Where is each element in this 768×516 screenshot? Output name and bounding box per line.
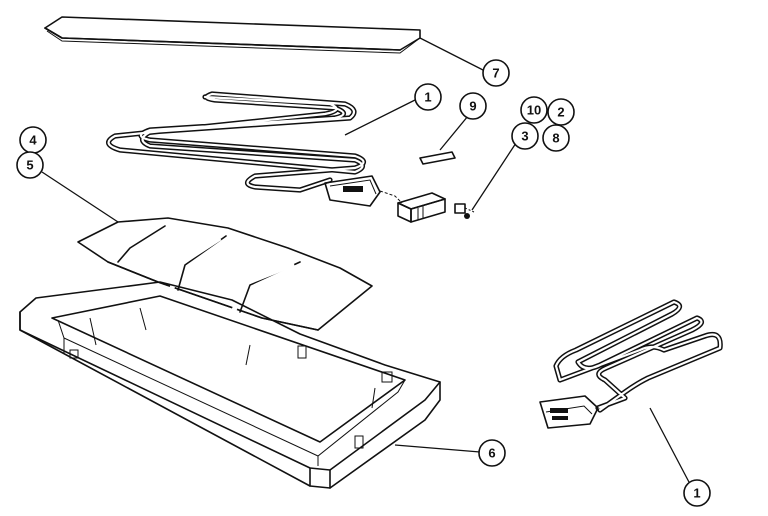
callout-9: 9: [459, 92, 487, 120]
callout-6: 6: [478, 439, 506, 467]
callout-6-label: 6: [488, 446, 495, 461]
callout-8: 8: [542, 124, 570, 152]
grill-grate: [44, 16, 421, 54]
callout-8-label: 8: [552, 131, 559, 146]
lava-rock-trays: [77, 217, 373, 331]
callout-10-label: 10: [527, 103, 541, 118]
callout-1-top: 1: [414, 83, 442, 111]
callout-4-label: 4: [29, 133, 37, 148]
leader-lines: [41, 37, 691, 485]
callout-9-label: 9: [469, 99, 476, 114]
drip-pan-frame: [19, 281, 441, 489]
callout-1-bottom: 1: [683, 479, 711, 507]
callout-5: 5: [16, 151, 44, 179]
callout-3-label: 3: [521, 129, 528, 144]
heating-element-top: [106, 91, 381, 207]
callout-2: 2: [547, 98, 575, 126]
callout-5-label: 5: [26, 158, 33, 173]
callout-1-top-label: 1: [424, 90, 431, 105]
callout-3: 3: [511, 122, 539, 150]
callout-7: 7: [482, 59, 510, 87]
callout-7-label: 7: [492, 66, 499, 81]
callout-2-label: 2: [557, 105, 564, 120]
heating-element-bottom: [539, 299, 723, 429]
pin-part: [419, 151, 456, 165]
callout-1-bottom-label: 1: [693, 486, 700, 501]
callout-4: 4: [19, 126, 47, 154]
screw-part: [454, 203, 475, 219]
callout-10: 10: [520, 96, 548, 124]
terminal-block: [379, 190, 446, 223]
